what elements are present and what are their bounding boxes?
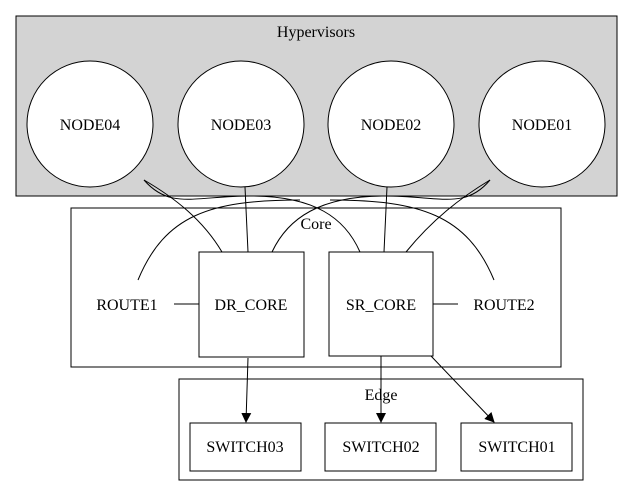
edge-node02-sr-core bbox=[383, 186, 388, 253]
edge-node04-sr-core bbox=[143, 179, 361, 253]
node-sr-core-label: SR_CORE bbox=[346, 297, 416, 314]
edge-node01-dr-core bbox=[271, 179, 491, 253]
node-switch03: SWITCH03 bbox=[189, 422, 302, 472]
node-dr-core-shape bbox=[198, 251, 305, 358]
node-switch02: SWITCH02 bbox=[324, 422, 437, 472]
node-route1: ROUTE1 bbox=[96, 297, 157, 314]
node-route2: ROUTE2 bbox=[473, 297, 534, 314]
node-node04-shape bbox=[26, 60, 154, 188]
node-node01-shape bbox=[478, 60, 606, 188]
cluster-hypervisors-label: Hypervisors bbox=[277, 24, 355, 41]
node-switch02-label: SWITCH02 bbox=[342, 439, 419, 456]
cluster-core-label: Core bbox=[300, 216, 331, 233]
node-sr-core-shape bbox=[328, 251, 434, 357]
edge-dr-core-switch03 bbox=[241, 357, 252, 423]
node-node03: NODE03 bbox=[177, 60, 305, 188]
edges bbox=[137, 179, 495, 423]
node-node01: NODE01 bbox=[478, 60, 606, 188]
node-switch02-shape bbox=[324, 422, 437, 472]
edge-route1-node03 bbox=[137, 199, 301, 281]
node-switch01-label: SWITCH01 bbox=[478, 439, 555, 456]
node-node02-label: NODE02 bbox=[361, 117, 421, 134]
node-node02-shape bbox=[327, 60, 455, 188]
node-node01-label: NODE01 bbox=[512, 117, 572, 134]
node-node03-label: NODE03 bbox=[211, 117, 271, 134]
node-node04-label: NODE04 bbox=[60, 117, 120, 134]
edge-node03-dr-core bbox=[244, 186, 249, 253]
edge-route2-node02 bbox=[329, 199, 495, 281]
edge-sr-core-switch01 bbox=[430, 355, 495, 423]
node-node03-shape bbox=[177, 60, 305, 188]
cluster-core: Core bbox=[70, 207, 562, 368]
node-sr-core: SR_CORE bbox=[328, 251, 434, 357]
node-node02: NODE02 bbox=[327, 60, 455, 188]
node-route1-label: ROUTE1 bbox=[96, 297, 157, 314]
node-switch01-shape bbox=[460, 422, 573, 472]
edge-node04-dr-core bbox=[143, 179, 223, 253]
node-dr-core: DR_CORE bbox=[198, 251, 305, 358]
node-route2-label: ROUTE2 bbox=[473, 297, 534, 314]
node-dr-core-label: DR_CORE bbox=[215, 297, 288, 314]
node-switch03-shape bbox=[189, 422, 302, 472]
node-switch03-label: SWITCH03 bbox=[206, 439, 283, 456]
node-node04: NODE04 bbox=[26, 60, 154, 188]
node-switch01: SWITCH01 bbox=[460, 422, 573, 472]
edge-node01-sr-core bbox=[405, 179, 491, 253]
